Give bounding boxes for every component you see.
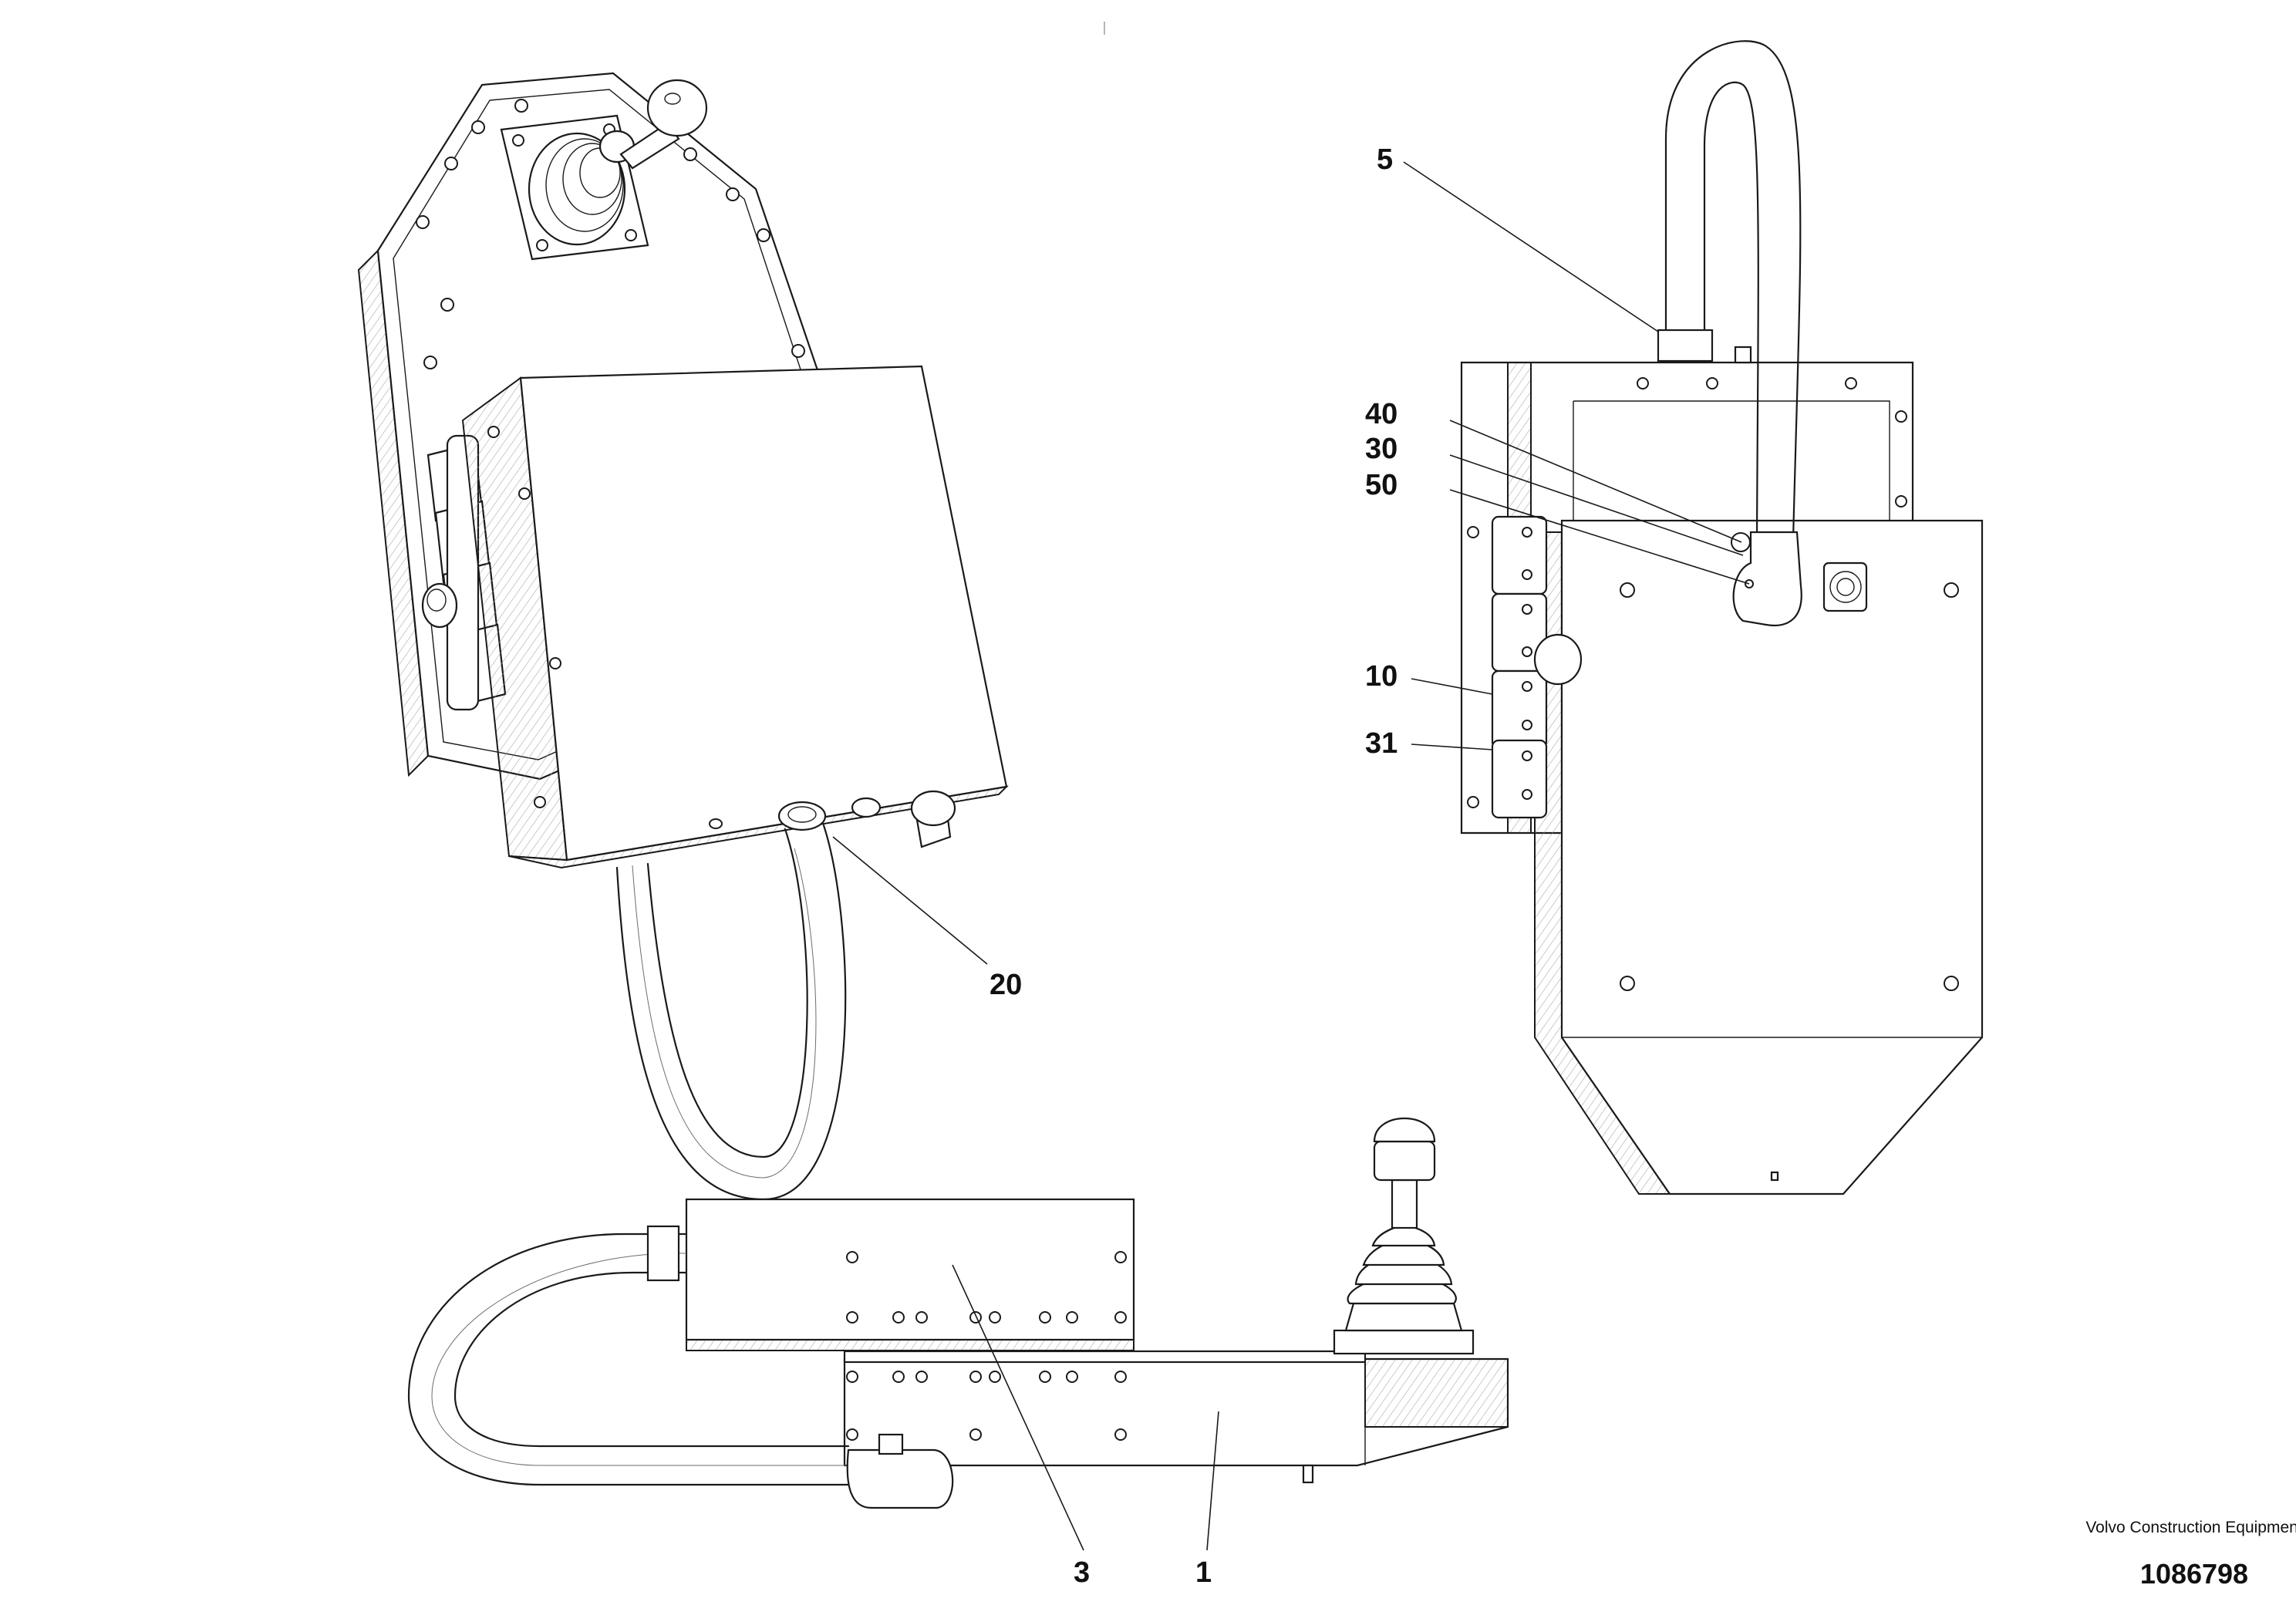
hose-iso	[646, 828, 808, 1158]
document-number: 1086798	[2139, 1558, 2249, 1590]
control-box-front	[519, 365, 1008, 862]
callout-10: 10	[1365, 660, 1398, 693]
callout-1: 1	[1195, 1556, 1212, 1589]
joystick-side-view	[1333, 1118, 1475, 1355]
callout-20: 20	[990, 969, 1023, 1001]
leader-lines	[832, 161, 1750, 1551]
callout-30: 30	[1365, 433, 1398, 465]
joystick-top-view	[500, 79, 708, 261]
callout-31: 31	[1365, 727, 1398, 760]
callout-3: 3	[1074, 1556, 1091, 1589]
hose-side	[1664, 40, 1802, 541]
bracket-bolts	[416, 99, 805, 423]
callout-40: 40	[1365, 398, 1398, 430]
hose-elbow	[1732, 531, 1802, 626]
callout-50: 50	[1365, 469, 1398, 501]
side-assembly-view	[1460, 40, 1984, 1195]
bottom-side-view	[407, 1118, 1509, 1509]
hose-elbow-bottom	[846, 1448, 954, 1509]
isometric-assembly-view	[357, 72, 1009, 1201]
brand-name: Volvo Construction Equipment	[2085, 1519, 2296, 1536]
callout-5: 5	[1377, 143, 1394, 176]
upper-box	[685, 1198, 1135, 1341]
side-hinges	[1491, 515, 1583, 819]
box-connectors	[709, 790, 956, 848]
control-box-bottom	[508, 785, 1009, 869]
hose-bottom	[407, 1233, 865, 1486]
